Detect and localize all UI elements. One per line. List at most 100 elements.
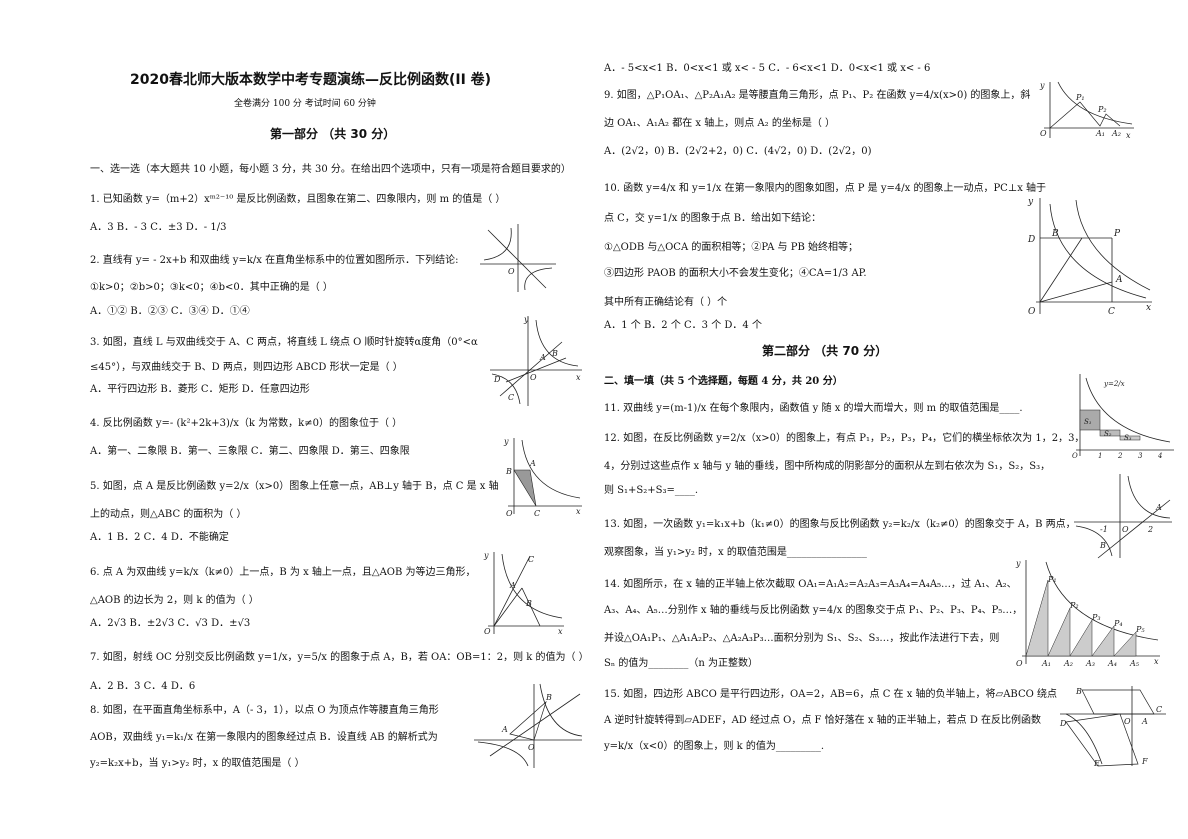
svg-text:y: y — [1027, 197, 1034, 207]
svg-text:C: C — [1108, 307, 1115, 317]
svg-text:y: y — [1015, 559, 1021, 568]
question-line: 点 C，交 y=1/x 的图象于点 B．给出如下结论： — [604, 213, 822, 224]
svg-text:A₃: A₃ — [1085, 659, 1095, 668]
svg-text:A: A — [1141, 717, 1148, 726]
svg-text:x: x — [576, 373, 581, 382]
question-line: 4. 反比例函数 y=- (k²+2k+3)/x（k 为常数，k≠0）的图象位于… — [90, 418, 403, 429]
question-line: AOB，双曲线 y₁=k₁/x 在第一象限内的图象经过点 B．设直线 AB 的解… — [90, 732, 438, 743]
svg-text:D: D — [1027, 235, 1035, 245]
figure-q15: A B C D E F O — [1058, 684, 1168, 768]
svg-text:2: 2 — [1147, 525, 1153, 534]
question-line: 7. 如图，射线 OC 分别交反比例函数 y=1/x，y=5/x 的图象于点 A… — [90, 652, 589, 663]
question-line: y₂=k₂x+b，当 y₁>y₂ 时，x 的取值范围是（ ） — [90, 758, 305, 769]
svg-text:S₃: S₃ — [1124, 434, 1132, 442]
svg-text:x: x — [558, 627, 563, 636]
question-line: A．平行四边形 B．菱形 C．矩形 D．任意四边形 — [90, 384, 310, 395]
question-line: 4，分别过这些点作 x 轴与 y 轴的垂线，图中所构成的阴影部分的面积从左到右依… — [604, 461, 1051, 472]
svg-text:E: E — [1093, 759, 1100, 768]
question-line: 1. 已知函数 y=（m+2）xᵐ²⁻¹⁰ 是反比例函数，且图象在第二、四象限内… — [90, 194, 506, 205]
svg-text:P₃: P₃ — [1091, 613, 1101, 622]
svg-text:P₁: P₁ — [1047, 575, 1057, 584]
svg-text:O: O — [1040, 129, 1047, 138]
svg-text:A: A — [529, 459, 536, 468]
question-line: 15. 如图，四边形 ABCO 是平行四边形，OA=2，AB=6，点 C 在 x… — [604, 689, 1057, 700]
svg-text:x: x — [1154, 657, 1159, 666]
question-line: 边 OA₁、A₁A₂ 都在 x 轴上，则点 A₂ 的坐标是（ ） — [604, 118, 836, 129]
question-line: 则 S₁+S₂+S₃=____. — [604, 485, 699, 496]
part2-heading: 第二部分 （共 70 分） — [762, 344, 888, 358]
figure-q14: y x P₁ P₂ P₃ P₄ P₅ A₁ A₂ A₃ A₄ A₅ O — [1014, 556, 1164, 668]
question-line: 8. 如图，在平面直角坐标系中，A（- 3，1），以点 O 为顶点作等腰直角三角… — [90, 705, 439, 716]
figure-q12: y=2/x S₁ S₂ S₃ 1 2 3 4 O — [1070, 370, 1176, 458]
question-line: A 逆时针旋转得到▱ADEF，AD 经过点 O，点 F 恰好落在 x 轴的正半轴… — [604, 715, 1042, 726]
label: O — [508, 267, 515, 276]
question-line: 14. 如图所示，在 x 轴的正半轴上依次截取 OA₁=A₁A₂=A₂A₃=A₃… — [604, 579, 1017, 590]
figure-q8: B A O — [470, 680, 586, 770]
svg-text:A₁: A₁ — [1041, 659, 1051, 668]
svg-text:A₂: A₂ — [1111, 129, 1121, 138]
svg-text:x: x — [1126, 131, 1131, 140]
svg-text:y: y — [483, 551, 489, 560]
svg-text:A₁: A₁ — [1095, 129, 1105, 138]
question-line: 2. 直线有 y= - 2x+b 和双曲线 y=k/x 在直角坐标系中的位置如图… — [90, 255, 459, 266]
figure-q3: y x A B C D O — [486, 312, 586, 408]
svg-text:A₄: A₄ — [1107, 659, 1117, 668]
svg-text:A₅: A₅ — [1129, 659, 1140, 668]
question-line: A．第一、二象限 B．第一、三象限 C．第二、四象限 D．第三、四象限 — [90, 446, 410, 457]
question-line: ①k>0；②b>0；③k<0；④b<0．其中正确的是（ ） — [90, 282, 333, 293]
figure-q13: A B -1 O 2 — [1070, 470, 1174, 560]
question-line: A．2 B．3 C．4 D．6 — [90, 681, 196, 692]
figure-q6: y x A B C O — [482, 548, 566, 638]
page-subtitle: 全卷满分 100 分 考试时间 60 分钟 — [234, 99, 376, 109]
question-line: ③四边形 PAOB 的面积大小不会发生变化；④CA=1/3 AP. — [604, 268, 867, 279]
svg-text:B: B — [1099, 541, 1106, 550]
question-line: 其中所有正确结论有（ ）个 — [604, 297, 728, 308]
svg-text:C: C — [528, 555, 534, 564]
question-line: 一、选一选（本大题共 10 小题，每小题 3 分，共 30 分。在给出四个选项中… — [90, 164, 571, 175]
question-line: A．(2√2，0) B．(2√2+2，0) C．(4√2，0) D．(2√2，0… — [604, 146, 872, 157]
question-line: ①△ODB 与△OCA 的面积相等；②PA 与 PB 始终相等； — [604, 242, 858, 253]
figure-q10: y x D B P A C O — [1022, 194, 1156, 318]
svg-text:y: y — [1039, 81, 1045, 90]
svg-text:P₂: P₂ — [1069, 601, 1079, 610]
question-line: 二、填一填（共 5 个选择题，每题 4 分，共 20 分） — [604, 376, 843, 387]
svg-text:y=2/x: y=2/x — [1103, 380, 1125, 388]
svg-text:x: x — [1146, 303, 1151, 313]
svg-text:C: C — [534, 509, 540, 518]
svg-text:A: A — [509, 581, 516, 590]
svg-text:D: D — [493, 375, 501, 384]
svg-text:2: 2 — [1117, 452, 1123, 458]
figure-q9: y x P₁ P₂ A₁ A₂ O — [1036, 78, 1136, 144]
svg-text:P: P — [1113, 229, 1121, 239]
svg-text:C: C — [508, 393, 514, 402]
svg-text:O: O — [530, 373, 537, 382]
svg-text:B: B — [525, 599, 532, 608]
svg-text:B: B — [1075, 687, 1082, 696]
question-line: 13. 如图，一次函数 y₁=k₁x+b（k₁≠0）的图象与反比例函数 y₂=k… — [604, 519, 1076, 530]
svg-text:B: B — [1051, 229, 1059, 239]
svg-text:A₂: A₂ — [1063, 659, 1073, 668]
page-title: 2020春北师大版本数学中考专题演练—反比例函数(II 卷) — [130, 72, 492, 88]
svg-text:x: x — [576, 507, 581, 516]
svg-text:F: F — [1141, 757, 1148, 766]
question-line: A．- 5<x<1 B．0<x<1 或 x< - 5 C．- 6<x<1 D．0… — [604, 63, 931, 74]
svg-text:A: A — [1155, 503, 1162, 512]
question-line: 6. 点 A 为双曲线 y=k/x（k≠0）上一点，B 为 x 轴上一点，且△A… — [90, 567, 476, 578]
question-line: △AOB 的边长为 2，则 k 的值为（ ） — [90, 595, 259, 606]
question-line: 上的动点，则△ABC 的面积为（ ） — [90, 509, 247, 520]
svg-text:y: y — [523, 315, 529, 324]
svg-text:O: O — [506, 509, 513, 518]
svg-text:3: 3 — [1138, 452, 1143, 458]
svg-text:O: O — [1072, 452, 1078, 458]
svg-text:4: 4 — [1157, 452, 1162, 458]
part1-heading: 第一部分 （共 30 分） — [270, 127, 396, 141]
question-line: 9. 如图，△P₁OA₁、△P₂A₁A₂ 是等腰直角三角形，点 P₁、P₂ 在函… — [604, 90, 1031, 101]
svg-text:O: O — [1016, 659, 1023, 668]
svg-text:B: B — [551, 349, 558, 358]
question-line: A．2√3 B．±2√3 C．√3 D．±√3 — [90, 618, 251, 629]
svg-text:-1: -1 — [1100, 525, 1108, 534]
question-line: A．1 B．2 C．4 D．不能确定 — [90, 532, 229, 543]
question-line: 10. 函数 y=4/x 和 y=1/x 在第一象限内的图象如图，点 P 是 y… — [604, 183, 1047, 194]
question-line: Sₙ 的值为________（n 为正整数） — [604, 658, 758, 669]
question-line: A．1 个 B．2 个 C．3 个 D．4 个 — [604, 320, 762, 331]
